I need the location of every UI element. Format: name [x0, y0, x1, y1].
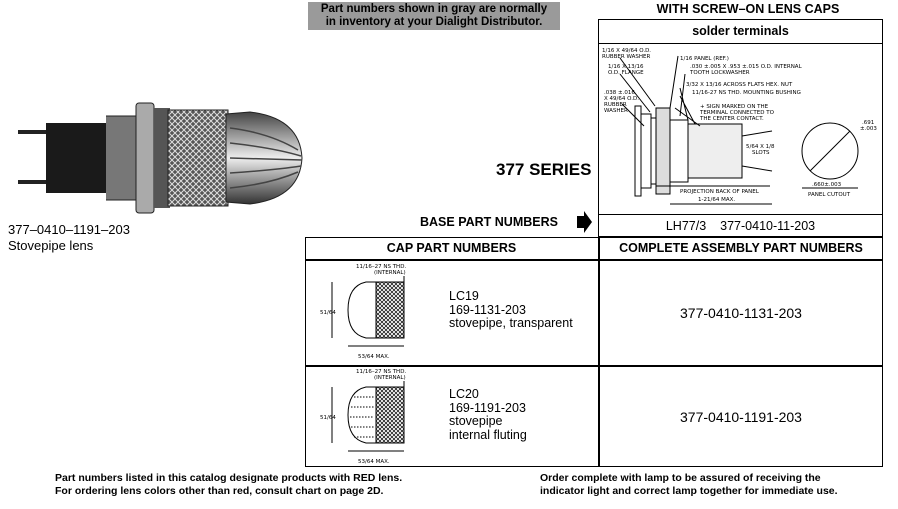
cap-id: LC19 [449, 289, 479, 303]
table-header-rule [305, 259, 883, 261]
label-slots-1: 5/64 X 1/8 [746, 144, 775, 150]
label-washer-2-2: X 49/64 O.D. [604, 96, 639, 102]
label-lockwasher-1: .030 ±.005 X .953 ±.015 O.D. INTERNAL [690, 64, 803, 70]
label-cutout-dim-3: .660±.003 [812, 182, 842, 188]
label-washer-2-1: .038 ±.016 [604, 90, 635, 96]
label-cutout-dim-2: ±.003 [860, 126, 877, 132]
label-lockwasher-2: TOOTH LOCKWASHER [689, 70, 750, 76]
lc20-internal: (INTERNAL) [374, 375, 406, 381]
label-panel-ref: 1/16 PANEL (REF.) [680, 56, 729, 62]
label-washer-2-4: WASHER [604, 108, 628, 114]
footer-left-line2: For ordering lens colors other than red,… [55, 485, 384, 497]
lc20-thread: 11/16–27 NS THD. [356, 369, 406, 375]
table-row-rule [305, 365, 883, 367]
cap-drawing-lc20: 11/16–27 NS THD. (INTERNAL) 51/64 53/64 … [320, 369, 406, 465]
cap-part-number: 169-1191-203 [449, 400, 526, 415]
footer-left: Part numbers listed in this catalog desi… [55, 472, 402, 498]
cap-description: stovepipe, transparent [449, 316, 573, 330]
label-plus-sign-3: THE CENTER CONTACT. [699, 116, 764, 122]
base-part-lh: LH77/3 [665, 219, 707, 233]
lc19-height: 51/64 [320, 310, 336, 316]
cap-part-number: 169-1131-203 [449, 302, 526, 317]
cap-info-lc20: LC20 169-1191-203 stovepipe internal flu… [449, 387, 527, 442]
label-plus-sign-2: TERMINAL CONNECTED TO [699, 110, 775, 116]
cap-id: LC20 [449, 387, 479, 401]
cap-description: stovepipe [449, 414, 503, 428]
assembly-part-lc20: 377-0410-1191-203 [680, 408, 802, 425]
label-projection-max: 1-21/64 MAX. [698, 197, 735, 203]
base-part-label: BASE PART NUMBERS [420, 215, 558, 229]
cap-description-2: internal fluting [449, 427, 527, 442]
footer-right-line1: Order complete with lamp to be assured o… [540, 472, 821, 484]
inventory-note-line1: Part numbers shown in gray are normally [320, 3, 548, 15]
cap-drawing-lc19: 11/16–27 NS THD. (INTERNAL) 51/64 53/64 … [320, 264, 406, 360]
label-plus-sign-1: + SIGN MARKED ON THE [700, 104, 769, 110]
lc19-width: 53/64 MAX. [358, 354, 390, 360]
cap-info-lc19: LC19 169-1131-203 stovepipe, transparent [449, 289, 573, 331]
label-panel-cutout: PANEL CUTOUT [808, 192, 851, 198]
assembly-header: COMPLETE ASSEMBLY PART NUMBERS [619, 241, 863, 255]
footer-right: Order complete with lamp to be assured o… [540, 472, 838, 498]
mounting-drawing: 1/16 X 49/64 O.D. RUBBER WASHER 1/16 X 1… [602, 48, 877, 205]
label-washer-2-3: RUBBER [604, 102, 627, 108]
inventory-note-line2: in inventory at your Dialight Distributo… [325, 16, 543, 28]
base-part-row: LH77/3 377-0410-11-203 [598, 214, 883, 237]
assembly-part-lc19: 377-0410-1131-203 [680, 304, 802, 321]
series-title: 377 SERIES [496, 160, 592, 179]
label-hex-nut: 3/32 X 13/16 ACROSS FLATS HEX. NUT [686, 82, 793, 88]
footer-right-line2: indicator light and correct lamp togethe… [540, 485, 838, 497]
terminal-header: solder terminals [692, 24, 789, 38]
lc20-width: 53/64 MAX. [358, 459, 390, 465]
photo-part-number: 377–0410–1191–203 [8, 222, 130, 237]
terminal-header-row: solder terminals [598, 19, 883, 44]
lc19-thread: 11/16–27 NS THD. [356, 264, 406, 270]
label-flange-1: 1/16 X 13/16 [608, 64, 644, 70]
lc19-internal: (INTERNAL) [374, 270, 406, 276]
inventory-note: Part numbers shown in gray are normally … [308, 2, 560, 30]
parts-table [305, 237, 883, 467]
lc20-height: 51/64 [320, 415, 336, 421]
label-slots-2: SLOTS [752, 150, 770, 156]
photo-caption: 377–0410–1191–203 Stovepipe lens [8, 222, 130, 254]
footer-left-line1: Part numbers listed in this catalog desi… [55, 472, 403, 484]
label-projection: PROJECTION BACK OF PANEL [680, 189, 760, 195]
lamp-photo [18, 102, 303, 214]
label-flange-2: O.D. FLANGE [608, 70, 644, 76]
base-part-number: 377-0410-11-203 [720, 219, 816, 233]
label-cutout-dim-1: .691 [862, 120, 874, 126]
screw-on-header: WITH SCREW–ON LENS CAPS [656, 2, 840, 16]
label-bushing: 11/16-27 NS THD. MOUNTING BUSHING [692, 90, 801, 96]
table-divider [598, 237, 600, 467]
photo-description: Stovepipe lens [8, 238, 94, 253]
label-rubber-washer-2: RUBBER WASHER [602, 54, 650, 60]
terminal-box [598, 19, 883, 237]
label-rubber-washer-1: 1/16 X 49/64 O.D. [602, 48, 651, 54]
arrow-right-icon [577, 211, 592, 233]
cap-header: CAP PART NUMBERS [386, 241, 517, 255]
